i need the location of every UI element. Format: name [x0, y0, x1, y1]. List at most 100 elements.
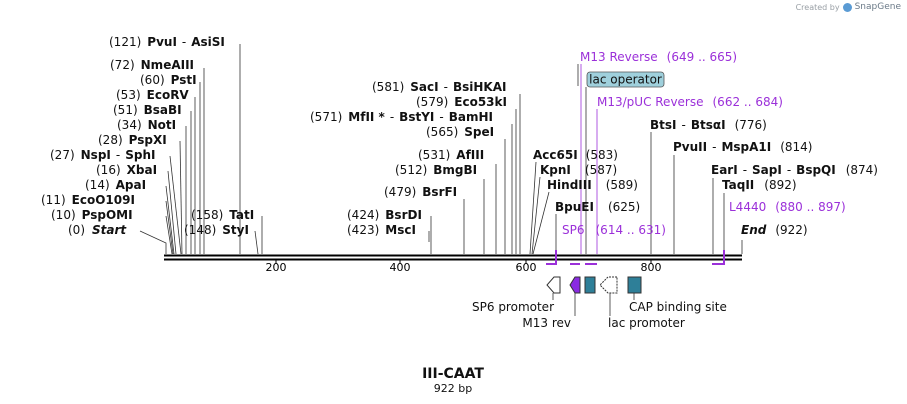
- site-position: (776): [735, 118, 767, 132]
- site-position: (625): [608, 200, 640, 214]
- svg-text:(148)StyI: (148)StyI: [184, 223, 249, 237]
- feature-labels: SP6 promoter M13 rev lac promoter CAP bi…: [472, 300, 727, 330]
- svg-text:(158)TatI: (158)TatI: [191, 208, 254, 222]
- enzyme-name: PspXI: [129, 133, 167, 147]
- site-position: (51): [113, 103, 138, 117]
- enzyme-name: Start: [92, 223, 127, 237]
- enzyme-name: EcoO109I: [72, 193, 135, 207]
- axis-tick-label: 600: [516, 261, 537, 274]
- svg-text:(423)MscI: (423) MscI: [347, 223, 416, 237]
- svg-text:SP6(614 .. 631): SP6(614 .. 631): [562, 223, 666, 237]
- svg-text:(531)AfIII: (531)AfIII: [418, 148, 484, 162]
- enzyme-name: SapI: [752, 163, 782, 177]
- svg-text:(11)EcoO109I: (11)EcoO109I: [41, 193, 135, 207]
- enzyme-name: SphI: [125, 148, 155, 162]
- svg-text:Acc65I(583): Acc65I(583): [533, 148, 618, 162]
- enzyme-name: Eco53kI: [454, 95, 507, 109]
- snapgene-logo-icon: [842, 2, 852, 12]
- enzyme-name: BmgBI: [433, 163, 477, 177]
- enzyme-name: BsiHKAI: [453, 80, 507, 94]
- site-position: (814): [780, 140, 812, 154]
- site-position: (892): [764, 178, 796, 192]
- feature-label: M13 rev: [522, 316, 571, 330]
- enzyme-name: SpeI: [464, 125, 494, 139]
- enzyme-name: BamHI: [449, 110, 493, 124]
- l4440-primer-arrow: [712, 250, 725, 265]
- primer-range: (614 .. 631): [596, 223, 666, 237]
- enzyme-name: EarI: [711, 163, 738, 177]
- site-position: (34): [117, 118, 142, 132]
- svg-text:HindIII(589): HindIII(589): [547, 178, 638, 192]
- credit-brand: SnapGene: [854, 2, 901, 12]
- svg-text:(60)PstI: (60) PstI: [140, 73, 197, 87]
- site-position: (922): [775, 223, 807, 237]
- site-position: (27): [50, 148, 75, 162]
- enzyme-name: BspQI: [796, 163, 836, 177]
- svg-text:EarI-SapI-BspQI(874): EarI-SapI-BspQI(874): [711, 163, 878, 177]
- enzyme-name: PvuII: [673, 140, 707, 154]
- primer-range: (662 .. 684): [713, 95, 783, 109]
- enzyme-name: PstI: [171, 73, 197, 87]
- features: [546, 276, 642, 316]
- svg-text:(27)NspI-SphI: (27)NspI-SphI: [50, 148, 155, 162]
- enzyme-name: KpnI: [540, 163, 571, 177]
- enzyme-name: ApaI: [116, 178, 146, 192]
- site-position: (512): [395, 163, 427, 177]
- enzyme-name: TatI: [229, 208, 254, 222]
- svg-text:(72)NmeAIII: (72)NmeAIII: [110, 58, 194, 72]
- primer-name: L4440: [729, 200, 766, 214]
- map-title: III-CAAT: [422, 366, 484, 382]
- enzyme-name: BsrDI: [385, 208, 422, 222]
- svg-text:BtsI-BtsαI(776): BtsI-BtsαI(776): [650, 118, 767, 132]
- svg-text:(581)SacI-BsiHKAI: (581)SacI-BsiHKAI: [372, 80, 506, 94]
- svg-text:(51)BsaBI: (51)BsaBI: [113, 103, 182, 117]
- enzyme-name: AfIII: [456, 148, 484, 162]
- site-position: (874): [846, 163, 878, 177]
- feature-label: lac promoter: [608, 316, 685, 330]
- enzyme-name: BpuEI: [555, 200, 594, 214]
- lac-operator-label: lac operator: [589, 73, 662, 87]
- enzyme-name: MscI: [385, 223, 416, 237]
- svg-text:(424)BsrDI: (424) BsrDI: [347, 208, 422, 222]
- site-position: (423): [347, 223, 379, 237]
- primer-labels: M13 Reverse (649 .. 665) M13/pUC Reverse (…: [562, 50, 846, 237]
- site-leader-lines: [139, 44, 743, 255]
- feature-label: SP6 promoter: [472, 300, 554, 314]
- site-position: (424): [347, 208, 379, 222]
- enzyme-name: BtsI: [650, 118, 677, 132]
- enzyme-name: BstYI: [399, 110, 434, 124]
- svg-text:M13/pUC Reverse(662 .. 684): M13/pUC Reverse (662 .. 684): [597, 95, 783, 109]
- primer-arrows: [546, 250, 725, 265]
- primer-name: M13/pUC Reverse: [597, 95, 704, 109]
- enzyme-name: End: [741, 223, 767, 237]
- credit: Created by SnapGene: [796, 2, 901, 12]
- primer-range: (649 .. 665): [667, 50, 737, 64]
- site-position: (72): [110, 58, 135, 72]
- svg-text:M13 Reverse(649 .. 665): M13 Reverse (649 .. 665): [580, 50, 737, 64]
- site-position: (60): [140, 73, 165, 87]
- cap-binding-site-feature: [627, 276, 642, 294]
- sp6-primer-arrow: [546, 250, 557, 265]
- lac-operator-label-box: lac operator: [586, 71, 665, 88]
- lac-operator-feature: [584, 276, 596, 294]
- site-position: (587): [585, 163, 617, 177]
- enzyme-name: HindIII: [547, 178, 592, 192]
- enzyme-name: TaqII: [722, 178, 754, 192]
- enzyme-name: MfII *: [348, 110, 385, 124]
- svg-text:(10)PspOMI: (10)PspOMI: [51, 208, 133, 222]
- axis-tick-label: 400: [390, 261, 411, 274]
- axis: 200 400 600 800: [266, 260, 662, 274]
- site-position: (579): [416, 95, 448, 109]
- site-position: (53): [116, 88, 141, 102]
- primer-name: M13 Reverse: [580, 50, 658, 64]
- enzyme-name: PspOMI: [82, 208, 133, 222]
- enzyme-name: NspI: [81, 148, 111, 162]
- sp6-promoter-feature: [546, 276, 561, 294]
- dna-backbone: [164, 254, 742, 261]
- svg-text:L4440(880 .. 897): L4440(880 .. 897): [729, 200, 846, 214]
- credit-prefix: Created by: [795, 2, 840, 12]
- svg-text:(512)BmgBI: (512) BmgBI: [395, 163, 477, 177]
- svg-text:(121)PvuI-AsiSI: (121)PvuI-AsiSI: [109, 35, 225, 49]
- site-labels-left: (121)PvuI-AsiSI (72)NmeAIII (60) PstI (53…: [41, 35, 254, 237]
